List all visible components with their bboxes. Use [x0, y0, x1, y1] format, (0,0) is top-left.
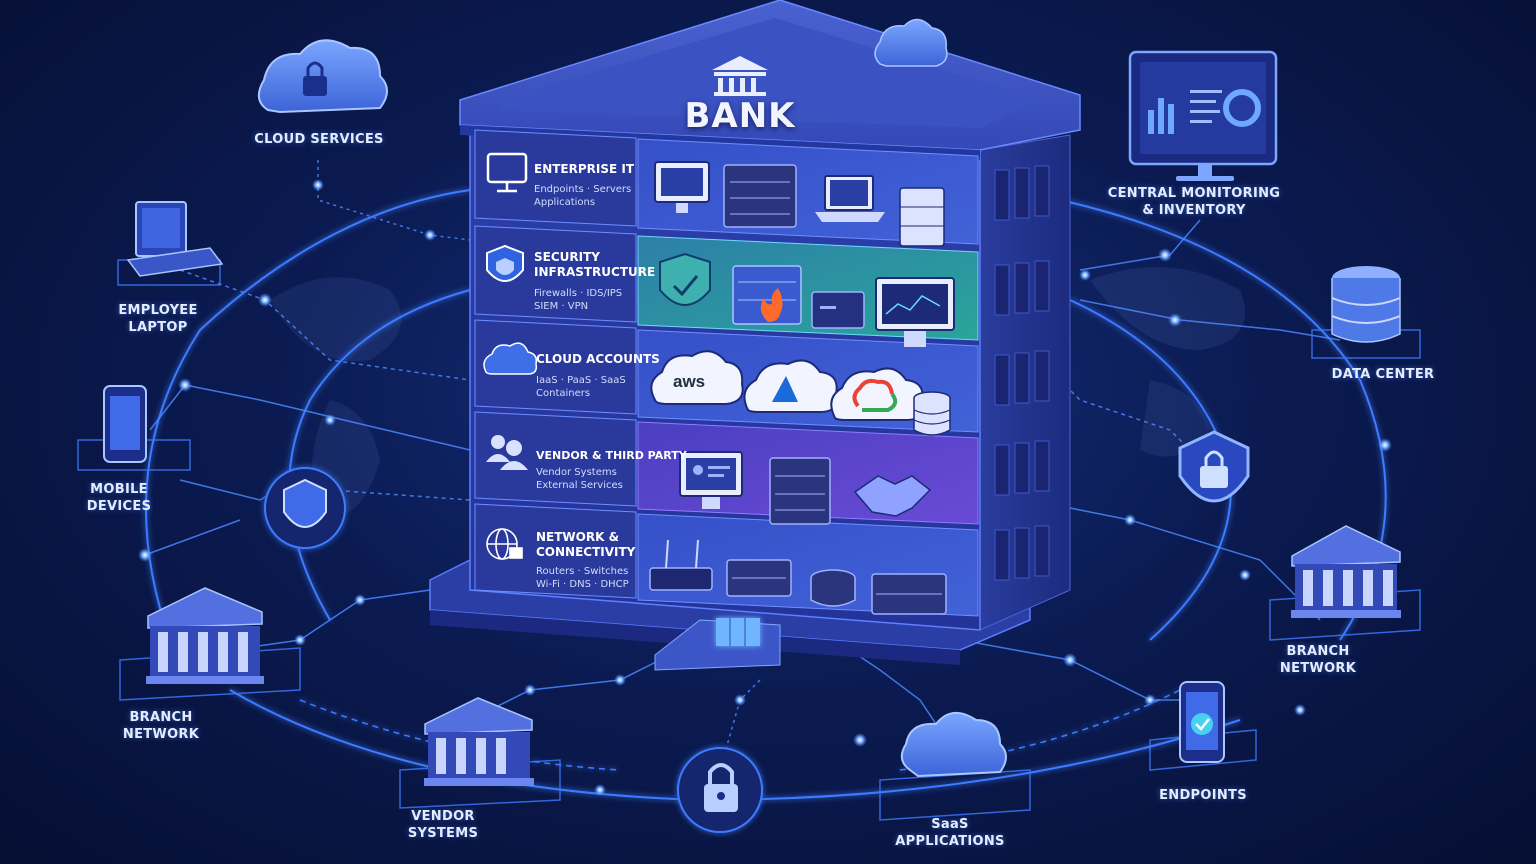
- enterprise-it-equipment: [654, 161, 945, 247]
- floor-subtitle-enterprise-it: Endpoints · Servers Applications: [534, 184, 632, 208]
- database-icon: [1311, 266, 1421, 359]
- label-vendor-systems: VENDOR SYSTEMS: [407, 809, 479, 841]
- label-central-monitoring: CENTRAL MONITORING & INVENTORY: [1107, 186, 1281, 218]
- laptop-icon: [117, 201, 224, 286]
- branch-bank-icon: [119, 587, 301, 701]
- floor-title-cloud-accounts: CLOUD ACCOUNTS: [536, 352, 660, 366]
- label-mobile-devices: MOBILE DEVICES: [86, 482, 152, 514]
- label-cloud-services: CLOUD SERVICES: [254, 132, 384, 147]
- floor-subtitle-cloud-accounts: IaaS · PaaS · SaaS Containers: [536, 375, 626, 399]
- handshake-icon: [853, 475, 932, 517]
- floor-subtitle-network: Routers · Switches Wi-Fi · DNS · DHCP: [536, 566, 629, 590]
- security-equipment: [659, 252, 955, 347]
- label-branch-network-left: BRANCH NETWORK: [122, 710, 200, 742]
- globe-icon: [486, 528, 523, 560]
- shield-icon: [264, 467, 346, 549]
- label-employee-laptop: EMPLOYEE LAPTOP: [118, 303, 198, 335]
- monitor-icon: [486, 152, 528, 193]
- users-icon: [486, 435, 528, 470]
- saas-cloud-icon: [879, 712, 1031, 821]
- label-endpoints: ENDPOINTS: [1159, 788, 1247, 803]
- bank-entrance: [654, 618, 781, 671]
- aws-logo: aws: [673, 372, 706, 391]
- endpoint-phone-icon: [1149, 681, 1257, 771]
- fire-icon: [760, 288, 783, 322]
- shield-icon: [486, 244, 524, 282]
- branch-bank-icon: [1269, 525, 1421, 641]
- lock-shield-icon: [1178, 430, 1250, 503]
- floor-title-enterprise-it: ENTERPRISE IT: [534, 162, 635, 176]
- monitoring-dashboard-icon: [1128, 50, 1278, 181]
- bank-title: BANK: [684, 96, 796, 136]
- vendor-equipment: [679, 451, 932, 525]
- bank-columns-icon: [712, 56, 768, 96]
- cloud-lock-icon: [257, 39, 388, 114]
- label-saas-applications: SaaS APPLICATIONS: [895, 817, 1005, 849]
- network-equipment: [649, 539, 947, 615]
- bank-building: [429, 0, 1081, 671]
- vendor-building-icon: [399, 697, 561, 809]
- mobile-phone-icon: [77, 385, 191, 471]
- cloud-icon: [483, 342, 538, 375]
- world-map-texture: [270, 267, 1245, 515]
- cloud-providers: [650, 350, 951, 436]
- cloud-icon: [874, 18, 948, 67]
- floor-title-vendor: VENDOR & THIRD PARTY: [536, 449, 687, 462]
- google-cloud-icon: [852, 378, 894, 408]
- azure-icon: [772, 376, 798, 402]
- label-data-center: DATA CENTER: [1331, 367, 1435, 382]
- network-nodes-dots: [138, 179, 1392, 796]
- side-windows: [994, 165, 1050, 581]
- floor-title-network: NETWORK & CONNECTIVITY: [536, 530, 636, 559]
- floor-subtitle-vendor: Vendor Systems External Services: [536, 467, 623, 491]
- lock-icon: [677, 747, 763, 833]
- floor-title-security: SECURITY INFRASTRUCTURE: [534, 250, 656, 279]
- label-branch-network-right: BRANCH NETWORK: [1279, 644, 1357, 676]
- floor-subtitle-security: Firewalls · IDS/IPS SIEM · VPN: [534, 288, 623, 312]
